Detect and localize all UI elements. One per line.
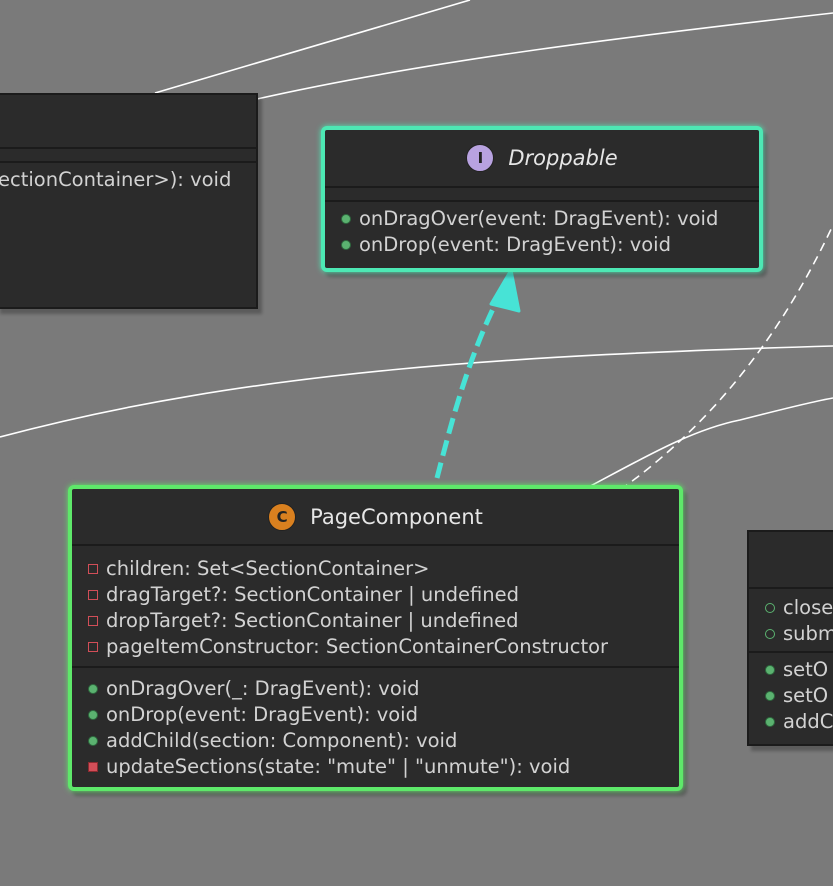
method-text: ectionContainer>): void [0, 168, 232, 191]
field-row: close [765, 595, 833, 621]
class-box-page-component[interactable]: C PageComponent children: Set<SectionCon… [68, 485, 683, 791]
field-row: children: Set<SectionContainer> [88, 556, 679, 582]
class-box-partial-left[interactable]: ectionContainer>): void [0, 93, 258, 309]
method-text: setO [783, 684, 829, 707]
association-edge [582, 397, 833, 491]
public-method-icon [88, 736, 98, 746]
field-row: dropTarget?: SectionContainer | undefine… [88, 608, 679, 634]
field-row: subm [765, 621, 833, 647]
interface-stereotype-icon: I [466, 144, 495, 172]
method-text: onDragOver(event: DragEvent): void [359, 207, 719, 230]
private-method-icon [88, 762, 98, 772]
method-text: addC [783, 710, 833, 733]
class-stereotype-icon: C [268, 502, 297, 531]
method-row: onDrop(event: DragEvent): void [341, 232, 759, 258]
method-row: onDrop(event: DragEvent): void [88, 702, 679, 728]
method-text: onDrop(event: DragEvent): void [106, 703, 418, 726]
private-field-icon [88, 564, 98, 574]
field-text: dropTarget?: SectionContainer | undefine… [106, 609, 519, 632]
method-row: addC [765, 709, 833, 735]
private-field-icon [88, 590, 98, 600]
field-row: pageItemConstructor: SectionContainerCon… [88, 634, 679, 660]
class-header [0, 95, 256, 149]
interface-name: Droppable [508, 146, 618, 170]
method-text: onDragOver(_: DragEvent): void [106, 677, 420, 700]
method-row: setO [765, 683, 833, 709]
method-row: setO [765, 657, 833, 683]
public-method-icon [341, 240, 351, 250]
method-row: updateSections(state: "mute" | "unmute")… [88, 754, 679, 780]
field-text: close [783, 596, 833, 619]
methods-compartment: onDragOver(_: DragEvent): void onDrop(ev… [72, 668, 679, 780]
dependency-edge [619, 224, 833, 491]
class-header: C PageComponent [72, 489, 679, 546]
attributes-compartment: children: Set<SectionContainer> dragTarg… [72, 546, 679, 668]
field-row: dragTarget?: SectionContainer | undefine… [88, 582, 679, 608]
association-edge [256, 12, 833, 100]
methods-compartment: setO setO addC [749, 653, 833, 735]
private-field-icon [88, 642, 98, 652]
public-method-icon [88, 710, 98, 720]
public-method-icon [765, 717, 775, 727]
methods-compartment: ectionContainer>): void [0, 163, 256, 193]
attributes-compartment [0, 149, 256, 163]
attributes-compartment [325, 188, 759, 202]
realization-edge [434, 283, 508, 479]
field-text: subm [783, 622, 833, 645]
public-method-icon [765, 665, 775, 675]
association-edge [0, 345, 833, 438]
method-row: onDragOver(_: DragEvent): void [88, 676, 679, 702]
class-box-partial-right[interactable]: close subm setO setO addC [747, 530, 833, 746]
public-field-icon [765, 603, 775, 613]
field-text: children: Set<SectionContainer> [106, 557, 430, 580]
method-text: setO [783, 658, 829, 681]
method-row: ectionContainer>): void [0, 167, 256, 193]
realization-arrowhead [489, 268, 521, 313]
method-text: addChild(section: Component): void [106, 729, 458, 752]
method-row: onDragOver(event: DragEvent): void [341, 206, 759, 232]
method-row: addChild(section: Component): void [88, 728, 679, 754]
interface-header: I Droppable [325, 130, 759, 188]
methods-compartment: onDragOver(event: DragEvent): void onDro… [325, 202, 759, 258]
method-text: onDrop(event: DragEvent): void [359, 233, 671, 256]
public-field-icon [765, 629, 775, 639]
public-method-icon [341, 214, 351, 224]
interface-box-droppable[interactable]: I Droppable onDragOver(event: DragEvent)… [321, 126, 763, 272]
attributes-compartment: close subm [749, 589, 833, 653]
association-edge [154, 0, 471, 94]
public-method-icon [88, 684, 98, 694]
method-text: updateSections(state: "mute" | "unmute")… [106, 755, 571, 778]
class-name: PageComponent [310, 504, 483, 529]
public-method-icon [765, 691, 775, 701]
class-header [749, 532, 833, 589]
private-field-icon [88, 616, 98, 626]
field-text: pageItemConstructor: SectionContainerCon… [106, 635, 609, 658]
field-text: dragTarget?: SectionContainer | undefine… [106, 583, 519, 606]
